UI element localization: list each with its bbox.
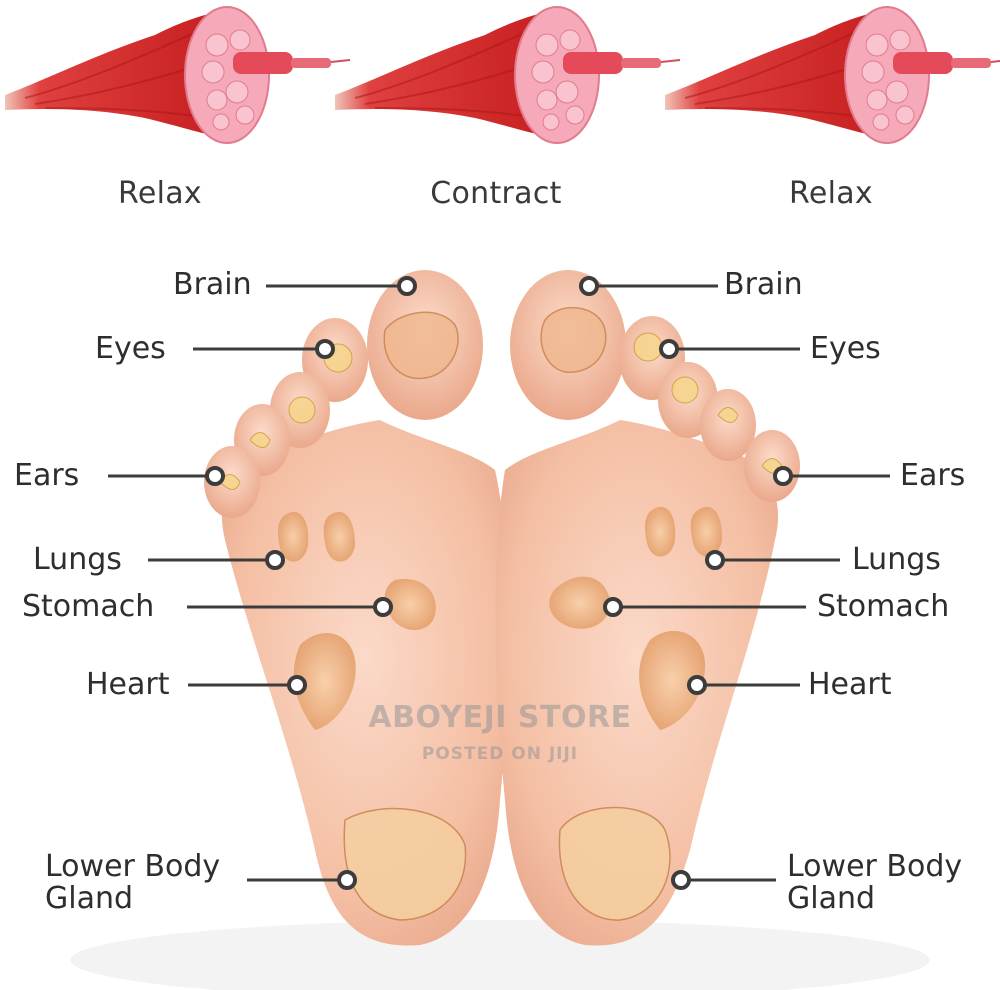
left-label-brain: Brain bbox=[173, 267, 252, 302]
muscle-caption-relax-left: Relax bbox=[118, 176, 202, 211]
left-organs bbox=[219, 311, 467, 921]
right-label-stomach: Stomach bbox=[817, 589, 950, 624]
right-leader-lines bbox=[596, 284, 890, 882]
watermark-posted: POSTED ON JIJI bbox=[421, 744, 579, 764]
left-leader-lines bbox=[108, 284, 400, 882]
left-label-eyes: Eyes bbox=[95, 331, 166, 366]
floor-shadow bbox=[70, 920, 930, 990]
right-label-lower-body: Lower Body bbox=[787, 849, 963, 884]
muscle-caption-relax-right: Relax bbox=[789, 176, 873, 211]
right-organs bbox=[540, 306, 783, 921]
muscle-contract bbox=[334, 6, 681, 144]
left-label-heart: Heart bbox=[86, 667, 170, 702]
right-label-ears: Ears bbox=[900, 458, 966, 493]
left-label-stomach: Stomach bbox=[22, 589, 155, 624]
left-label-ears: Ears bbox=[14, 458, 80, 493]
right-label-heart: Heart bbox=[808, 667, 892, 702]
muscle-relax-left bbox=[4, 6, 351, 144]
right-label-gland: Gland bbox=[787, 881, 876, 916]
muscle-caption-contract: Contract bbox=[430, 176, 562, 211]
left-marker-dots bbox=[205, 276, 417, 890]
muscle-relax-right bbox=[664, 6, 1000, 144]
left-label-gland: Gland bbox=[45, 881, 134, 916]
left-label-lungs: Lungs bbox=[33, 542, 122, 577]
right-label-brain: Brain bbox=[724, 267, 803, 302]
right-label-eyes: Eyes bbox=[810, 331, 881, 366]
watermark-store: ABOYEJI STORE bbox=[368, 700, 632, 735]
left-label-lower-body: Lower Body bbox=[45, 849, 221, 884]
right-label-lungs: Lungs bbox=[852, 542, 941, 577]
right-marker-dots bbox=[579, 276, 793, 890]
